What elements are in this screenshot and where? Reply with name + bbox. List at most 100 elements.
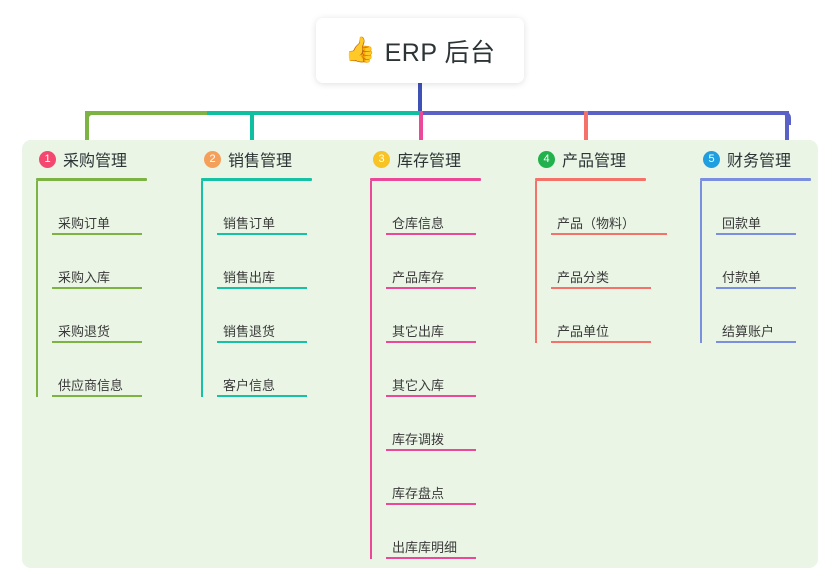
leaf-node[interactable]: 结算账户 bbox=[716, 289, 839, 343]
branch-title: 库存管理 bbox=[397, 153, 462, 170]
leaf-node[interactable]: 采购退货 bbox=[52, 289, 191, 343]
leaf-underline bbox=[52, 233, 142, 235]
leaf-underline bbox=[52, 341, 142, 343]
leaf-node[interactable]: 销售订单 bbox=[217, 181, 356, 235]
branch-number-badge: 2 bbox=[204, 150, 221, 168]
branch-underline bbox=[700, 178, 811, 181]
leaf-node[interactable]: 库存盘点 bbox=[386, 451, 525, 505]
leaf-node[interactable]: 产品（物料） bbox=[551, 181, 700, 235]
branch-column-5: 5 财务管理回款单付款单结算账户 bbox=[700, 146, 839, 343]
leaf-list: 销售订单销售出库销售退货客户信息 bbox=[201, 181, 356, 397]
leaf-underline bbox=[551, 341, 651, 343]
connector-bus-blue bbox=[419, 111, 787, 115]
branch-underline bbox=[36, 178, 147, 181]
leaf-spine bbox=[370, 181, 372, 559]
branch-title: 产品管理 bbox=[562, 153, 627, 170]
branch-underline bbox=[370, 178, 481, 181]
leaf-node[interactable]: 产品单位 bbox=[551, 289, 700, 343]
root-node[interactable]: 👍 ERP 后台 bbox=[316, 18, 524, 83]
leaf-underline bbox=[386, 341, 476, 343]
leaf-label: 结算账户 bbox=[722, 323, 775, 339]
leaf-node[interactable]: 库存调拨 bbox=[386, 397, 525, 451]
leaf-node[interactable]: 产品库存 bbox=[386, 235, 525, 289]
connector-drop-2 bbox=[250, 111, 254, 149]
connector-bus-green bbox=[85, 111, 209, 115]
leaf-underline bbox=[386, 503, 476, 505]
leaf-underline bbox=[217, 287, 307, 289]
leaf-label: 回款单 bbox=[722, 215, 762, 231]
leaf-underline bbox=[716, 287, 796, 289]
leaf-label: 采购订单 bbox=[58, 215, 111, 231]
branch-number-badge: 5 bbox=[703, 150, 720, 168]
leaf-underline bbox=[551, 287, 651, 289]
branch-column-2: 2 销售管理销售订单销售出库销售退货客户信息 bbox=[201, 146, 356, 397]
leaf-node[interactable]: 客户信息 bbox=[217, 343, 356, 397]
leaf-node[interactable]: 采购入库 bbox=[52, 235, 191, 289]
connector-drop-4 bbox=[584, 111, 588, 149]
leaf-list: 产品（物料） 产品分类产品单位 bbox=[535, 181, 700, 343]
connector-bus-teal bbox=[207, 111, 421, 115]
leaf-label: 供应商信息 bbox=[58, 377, 124, 393]
branches-panel bbox=[22, 140, 818, 568]
leaf-label: 销售出库 bbox=[223, 269, 276, 285]
leaf-node[interactable]: 付款单 bbox=[716, 235, 839, 289]
leaf-label: 产品（物料） bbox=[557, 215, 636, 231]
branch-header-1[interactable]: 1 采购管理 bbox=[36, 146, 191, 172]
leaf-label: 采购入库 bbox=[58, 269, 111, 285]
leaf-label: 其它出库 bbox=[392, 323, 445, 339]
leaf-node[interactable]: 仓库信息 bbox=[386, 181, 525, 235]
leaf-label: 库存盘点 bbox=[392, 485, 445, 501]
branch-column-3: 3 库存管理仓库信息产品库存其它出库其它入库库存调拨库存盘点出库库明细 bbox=[370, 146, 525, 559]
leaf-underline bbox=[386, 395, 476, 397]
connector-drop-5 bbox=[785, 111, 789, 149]
leaf-label: 产品库存 bbox=[392, 269, 445, 285]
branch-header-2[interactable]: 2 销售管理 bbox=[201, 146, 356, 172]
leaf-label: 仓库信息 bbox=[392, 215, 445, 231]
leaf-node[interactable]: 出库库明细 bbox=[386, 505, 525, 559]
leaf-underline bbox=[551, 233, 667, 235]
branch-header-5[interactable]: 5 财务管理 bbox=[700, 146, 839, 172]
connector-corner-right bbox=[777, 111, 791, 125]
leaf-underline bbox=[52, 287, 142, 289]
leaf-node[interactable]: 产品分类 bbox=[551, 235, 700, 289]
leaf-label: 客户信息 bbox=[223, 377, 276, 393]
leaf-underline bbox=[217, 341, 307, 343]
leaf-underline bbox=[386, 557, 476, 559]
leaf-label: 采购退货 bbox=[58, 323, 111, 339]
leaf-node[interactable]: 回款单 bbox=[716, 181, 839, 235]
leaf-spine bbox=[36, 181, 38, 397]
branch-number-badge: 1 bbox=[39, 150, 56, 168]
branch-number-badge: 3 bbox=[373, 150, 390, 168]
leaf-label: 付款单 bbox=[722, 269, 762, 285]
connector-drop-1 bbox=[85, 111, 89, 149]
leaf-underline bbox=[52, 395, 142, 397]
branch-column-1: 1 采购管理采购订单采购入库采购退货供应商信息 bbox=[36, 146, 191, 397]
leaf-node[interactable]: 供应商信息 bbox=[52, 343, 191, 397]
connector-root-stem bbox=[418, 83, 422, 113]
leaf-list: 回款单付款单结算账户 bbox=[700, 181, 839, 343]
leaf-spine bbox=[535, 181, 537, 343]
branch-header-3[interactable]: 3 库存管理 bbox=[370, 146, 525, 172]
leaf-spine bbox=[700, 181, 702, 343]
leaf-underline bbox=[716, 341, 796, 343]
leaf-label: 销售退货 bbox=[223, 323, 276, 339]
branch-title: 销售管理 bbox=[228, 153, 293, 170]
leaf-node[interactable]: 其它出库 bbox=[386, 289, 525, 343]
leaf-node[interactable]: 采购订单 bbox=[52, 181, 191, 235]
leaf-underline bbox=[217, 395, 307, 397]
branch-title: 采购管理 bbox=[63, 153, 128, 170]
branch-title: 财务管理 bbox=[727, 153, 792, 170]
leaf-label: 销售订单 bbox=[223, 215, 276, 231]
leaf-label: 其它入库 bbox=[392, 377, 445, 393]
leaf-underline bbox=[386, 233, 476, 235]
leaf-underline bbox=[386, 449, 476, 451]
branch-underline bbox=[201, 178, 312, 181]
leaf-underline bbox=[217, 233, 307, 235]
leaf-node[interactable]: 销售出库 bbox=[217, 235, 356, 289]
leaf-label: 出库库明细 bbox=[392, 539, 458, 555]
leaf-node[interactable]: 销售退货 bbox=[217, 289, 356, 343]
leaf-label: 产品分类 bbox=[557, 269, 610, 285]
leaf-node[interactable]: 其它入库 bbox=[386, 343, 525, 397]
